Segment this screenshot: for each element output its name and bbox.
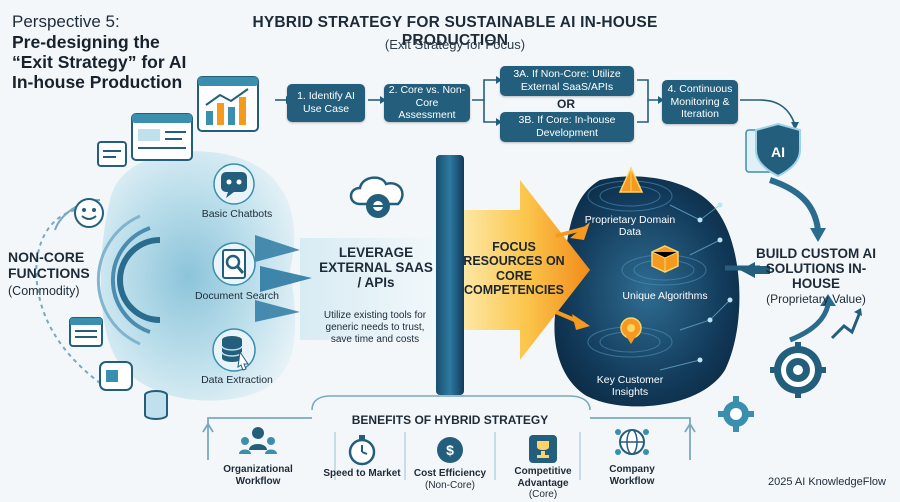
core-item-insights: Key Customer Insights	[596, 374, 664, 399]
svg-text:$: $	[446, 442, 454, 458]
flow-step-3a: 3A. If Non-Core: Utilize External SaaS/A…	[500, 66, 634, 96]
chart-icon	[197, 76, 259, 132]
benefit-label: Organizational Workflow	[223, 464, 293, 487]
benefit-speed-to-market: Speed to Market	[322, 468, 402, 480]
benefit-label: Competitive Advantage	[514, 466, 572, 489]
benefit-cost-efficiency: Cost Efficiency (Non-Core)	[404, 468, 496, 491]
core-blob	[554, 176, 740, 407]
coin-icon: $	[437, 437, 463, 463]
gear-icon	[770, 342, 826, 398]
pyramid-icon	[618, 166, 644, 193]
chatbot-icon	[213, 163, 255, 205]
flow-step-monitoring: 4. Continuous Monitoring & Iteration	[662, 80, 738, 124]
benefit-label: Speed to Market	[323, 468, 401, 479]
build-heading: BUILD CUSTOM AI SOLUTIONS IN-HOUSE	[756, 246, 876, 292]
smiley-icon	[74, 198, 104, 228]
benefit-company-workflow: Company Workflow	[588, 464, 676, 487]
magnifier-icon	[212, 242, 256, 286]
small-gear-icon	[718, 396, 754, 432]
core-item-algorithms: Unique Algorithms	[622, 290, 708, 302]
noncore-item-search: Document Search	[194, 290, 280, 302]
flow-step-3b: 3B. If Core: In-house Development	[500, 112, 634, 142]
benefit-competitive-advantage: Competitive Advantage (Core)	[494, 466, 592, 501]
focus-text: FOCUS RESOURCES ON CORE COMPETENCIES	[463, 240, 565, 298]
footer-credit: 2025 AI KnowledgeFlow	[767, 476, 886, 488]
trend-up-icon	[830, 308, 862, 340]
database-icon	[212, 328, 256, 372]
cube-icon	[651, 245, 679, 273]
trophy-icon	[529, 435, 557, 463]
small-database-icon	[144, 390, 168, 420]
flow-step-assessment: 2. Core vs. Non-Core Assessment	[384, 84, 470, 122]
svg-text:AI: AI	[771, 144, 785, 160]
page-title: HYBRID STRATEGY FOR SUSTAINABLE AI IN-HO…	[252, 14, 658, 49]
perspective-block: Perspective 5: Pre-designing the “Exit S…	[12, 12, 202, 92]
stopwatch-icon	[348, 435, 376, 466]
globe-network-icon	[615, 429, 649, 455]
browser-small-icon	[97, 141, 127, 167]
document-list-icon	[69, 317, 103, 347]
benefit-label: Company Workflow	[609, 464, 655, 487]
benefit-sublabel: (Non-Core)	[424, 479, 475, 491]
perspective-label: Perspective 5:	[12, 12, 120, 31]
benefit-organizational-workflow: Organizational Workflow	[210, 464, 306, 487]
focus-arrow	[464, 180, 590, 360]
browser-icon	[131, 113, 193, 161]
noncore-heading: NON-CORE FUNCTIONS	[8, 249, 90, 281]
leverage-description: Utilize existing tools for generic needs…	[323, 310, 427, 345]
perspective-title: Pre-designing the “Exit Strategy” for AI…	[12, 31, 187, 92]
noncore-item-extraction: Data Extraction	[201, 374, 273, 386]
leverage-band	[300, 238, 440, 340]
insight-pin-icon	[620, 317, 642, 344]
benefit-label: Cost Efficiency	[413, 468, 487, 479]
page-subtitle: (Exit Strategy for Focus)	[384, 37, 526, 52]
leverage-title: LEVERAGE EXTERNAL SAAS / APIs	[319, 245, 433, 291]
window-icon	[99, 361, 133, 391]
core-item-domain-data: Proprietary Domain Data	[584, 214, 676, 239]
flow-or: OR	[557, 97, 575, 111]
flow-step-identify: 1. Identify AI Use Case	[287, 84, 365, 122]
shield-ai-icon: AI	[745, 122, 801, 178]
divider-pillar	[436, 155, 464, 395]
benefit-sublabel: (Core)	[528, 489, 558, 500]
cloud-gear-icon	[349, 176, 404, 218]
people-icon	[239, 427, 277, 454]
benefits-bracket	[207, 417, 691, 460]
build-subheading: (Proprietary Value)	[766, 292, 866, 306]
noncore-subheading: (Commodity)	[8, 284, 80, 298]
benefits-title: BENEFITS OF HYBRID STRATEGY	[351, 413, 549, 427]
noncore-item-chatbots: Basic Chatbots	[201, 208, 273, 220]
